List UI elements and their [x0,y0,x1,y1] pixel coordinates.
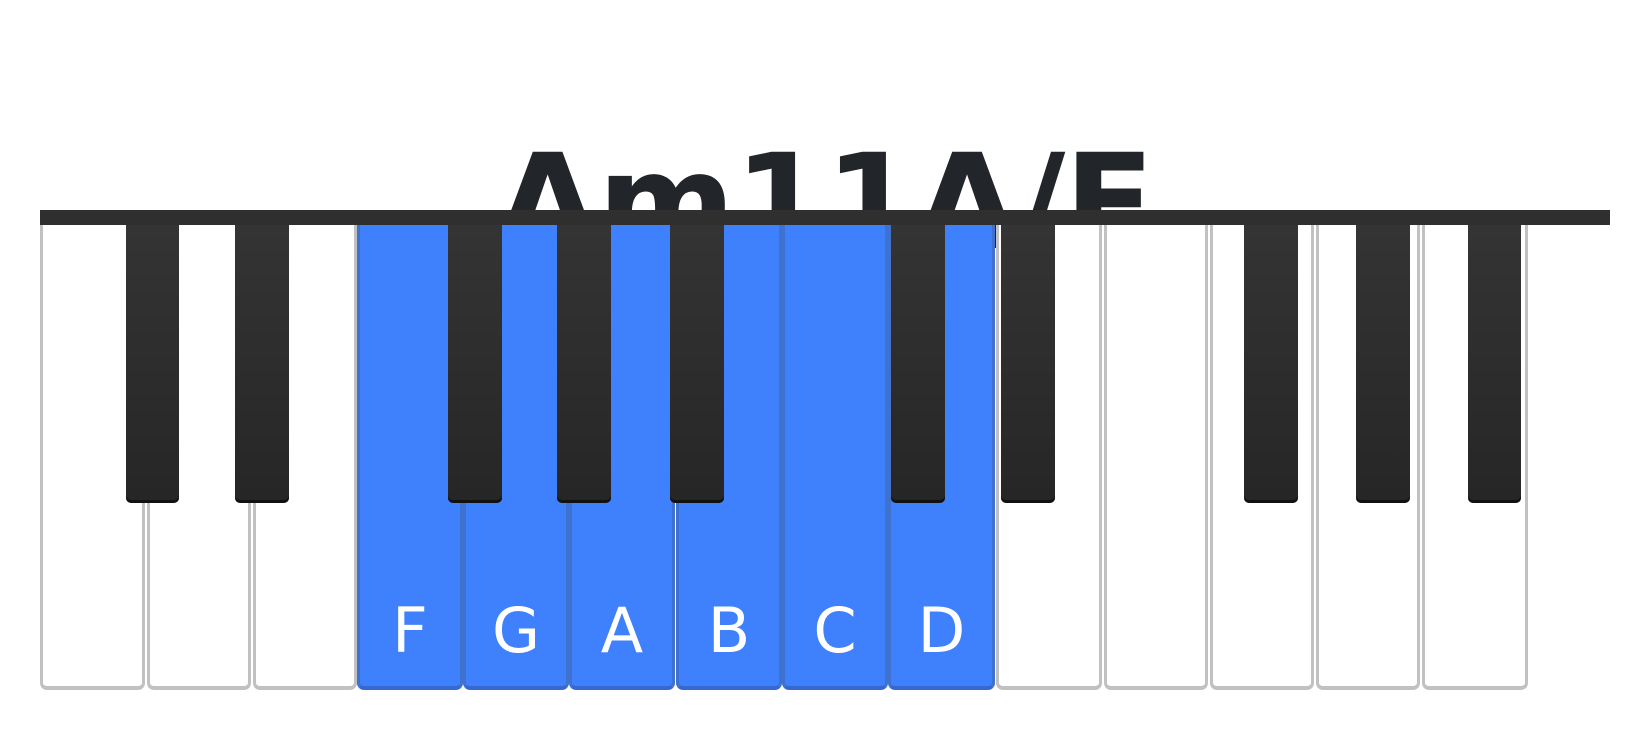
white-key-c: C [782,225,888,690]
keyboard-top-bar [40,210,1610,225]
note-label-b: B [707,594,751,667]
note-label-c: C [813,594,857,667]
black-key-9 [1356,225,1410,503]
black-key-6 [891,225,945,503]
note-label-f: F [392,594,428,667]
black-key-4 [557,225,611,503]
black-key-2 [235,225,289,503]
note-label-g: G [491,594,541,667]
black-key-1 [126,225,179,503]
black-key-3 [448,225,502,503]
black-key-5 [670,225,724,503]
note-label-a: A [600,594,644,667]
black-key-7 [1001,225,1055,503]
black-key-8 [1244,225,1298,503]
black-key-10 [1468,225,1521,503]
white-key-11 [1104,225,1208,690]
note-label-d: D [917,594,966,667]
white-key-g: G [463,225,569,690]
